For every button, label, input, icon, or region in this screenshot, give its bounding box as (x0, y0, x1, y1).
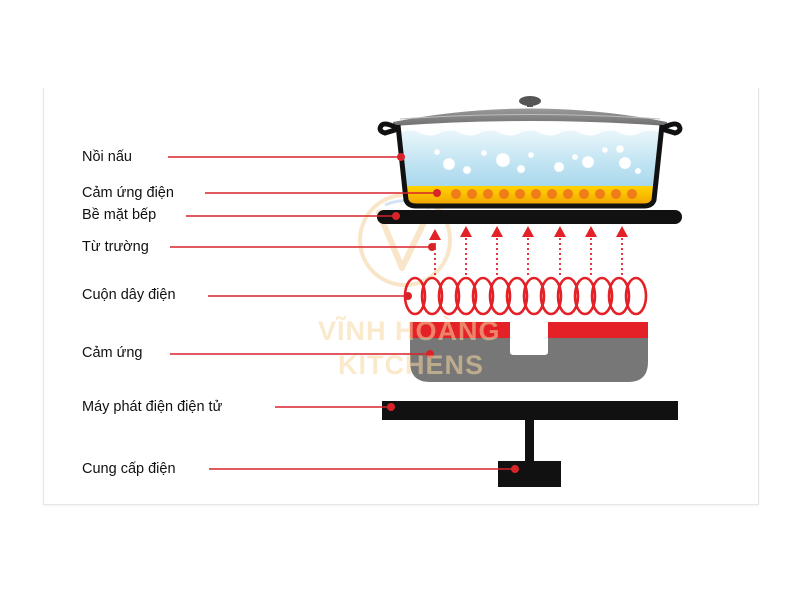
electronic-generator (382, 401, 678, 462)
power-supply-box (498, 461, 561, 487)
pot-lid (393, 96, 667, 126)
steam-bubble-icon (433, 144, 642, 175)
cooktop-surface (377, 210, 682, 224)
field-arrow-icon (434, 235, 623, 275)
watermark-text-line1: VĨNH HOÀNG (318, 316, 501, 346)
leader-lines (168, 156, 515, 470)
diagram-panel (43, 88, 759, 505)
cooking-pot (377, 121, 683, 209)
label-generator: Máy phát điện điện tử (82, 399, 223, 415)
field-arrowheads (429, 226, 628, 240)
label-induction: Cảm ứng (82, 345, 143, 361)
induction-core (410, 322, 648, 382)
label-pot: Nồi nấu (82, 149, 132, 165)
watermark-text-line2: KITCHENS (338, 350, 485, 380)
label-cooktop-surface: Bề mặt bếp (82, 207, 157, 223)
label-induction-heat: Cảm ứng điện (82, 185, 174, 201)
electric-coil (403, 276, 648, 316)
label-power-supply: Cung cấp điện (82, 461, 176, 477)
leader-endpoints (387, 153, 519, 473)
induction-heat-dots (451, 189, 637, 199)
label-magnetic-field: Từ trường (82, 239, 149, 255)
label-coil: Cuộn dây điện (82, 287, 176, 303)
